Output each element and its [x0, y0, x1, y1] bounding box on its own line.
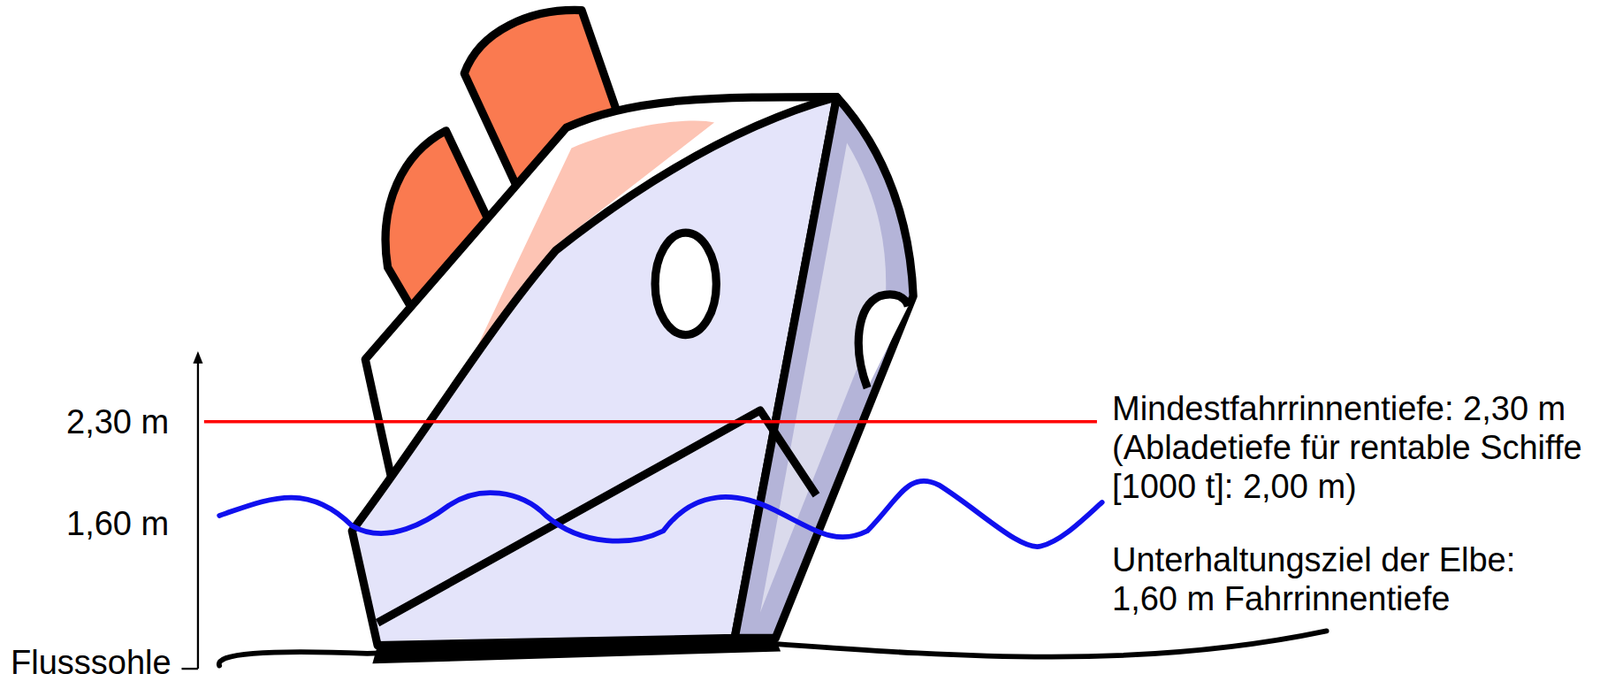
dimension-label: 2,30 m — [66, 402, 191, 442]
hull-stripe — [377, 410, 816, 623]
depth-axis — [197, 357, 199, 669]
axis-tick — [181, 667, 198, 670]
hull-keel — [372, 637, 781, 663]
water-line — [219, 480, 1103, 547]
hull-bow — [734, 97, 914, 639]
note-label: Unterhaltungsziel der Elbe: 1,60 m Fahrr… — [1112, 540, 1519, 618]
porthole — [858, 294, 908, 389]
porthole — [655, 232, 717, 335]
note-label: Mindestfahrrinnentiefe: 2,30 m (Abladeti… — [1112, 388, 1590, 506]
riverbed-label: Flusssohle — [10, 642, 179, 682]
minimum-depth-line — [204, 419, 1098, 423]
dimension-label: 1,60 m — [66, 503, 191, 543]
